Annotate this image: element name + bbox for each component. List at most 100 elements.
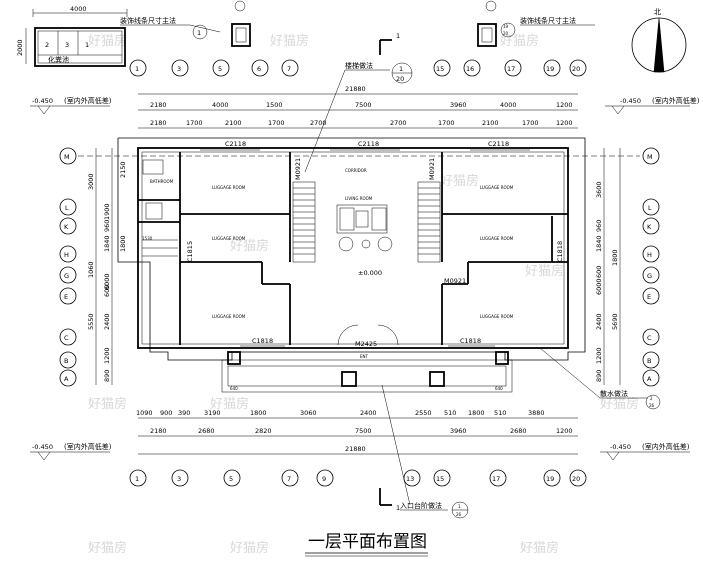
top-callouts: 装饰线条尺寸主法 1 装饰线条尺寸主法 19 20 1 楼梯做法 1 20 — [120, 0, 595, 173]
dim: 2680 — [510, 427, 527, 435]
bathroom-fixtures — [142, 159, 178, 257]
detail-ref-number: 1 — [197, 29, 201, 37]
dim: 1900 — [103, 203, 111, 220]
dim: 510 — [444, 409, 456, 417]
level-outdoor: -0.450 — [32, 443, 53, 451]
window-label: C1815 — [186, 241, 194, 262]
watermark: 好猫房 — [230, 238, 269, 254]
room-label: LUGGAGE ROOM — [212, 236, 246, 241]
stair-callout: 楼梯做法 — [345, 61, 373, 70]
axis-label: H — [64, 251, 69, 259]
ref-sheet: 26 — [456, 512, 462, 517]
dim: 1700 — [268, 119, 285, 127]
drain-callout-label: 散水做法 — [600, 389, 628, 398]
section-mark-bottom: 1 — [396, 504, 400, 512]
dim: 1200 — [556, 427, 573, 435]
window-label: C1818 — [252, 337, 273, 345]
decor-callout-left: 装饰线条尺寸主法 — [120, 16, 176, 25]
dim: 1700 — [438, 119, 455, 127]
dim: 4000 — [212, 101, 229, 109]
left-dimensions: 3000 2150 1900 960 1840 1800 1060 6000 6… — [87, 148, 127, 385]
axis-label: M — [64, 153, 70, 161]
stair-ref-num: 1 — [399, 65, 403, 73]
watermark: 好猫房 — [88, 540, 127, 556]
axis-label: B — [64, 357, 68, 365]
dim: 7500 — [355, 101, 372, 109]
north-arrow: 北 — [631, 8, 687, 73]
bottom-callouts: 1 入口台阶做法 1 26 — [379, 384, 469, 519]
axis-top-row: 1 3 5 6 7 15 16 17 19 20 — [129, 59, 587, 77]
axis-label: G — [64, 272, 69, 280]
dim: 1060 — [87, 261, 95, 278]
axis-label: G — [647, 272, 652, 280]
door-label: M0921 — [428, 158, 436, 180]
right-dimensions: 3600 960 1840 1800 600 6000 2400 5690 12… — [595, 148, 621, 385]
septic-tank: 4000 2000 2 3 1 化粪池 — [16, 5, 128, 67]
septic-cell-label: 3 — [65, 41, 69, 49]
window-label: C2118 — [488, 140, 509, 148]
opening-labels: C2118 C2118 C2118 C1815 C1818 C1818 C181… — [142, 140, 564, 348]
axis-label: 5 — [218, 65, 222, 73]
axis-label: E — [64, 293, 68, 301]
watermark: 好猫房 — [600, 396, 639, 412]
dim: 4000 — [500, 101, 517, 109]
room-label-entry: ENT — [360, 354, 369, 359]
dim: 510 — [494, 409, 506, 417]
dim: 900 — [160, 409, 172, 417]
axis-label: 5 — [229, 475, 233, 483]
section-mark-top: 1 — [396, 32, 400, 40]
dim: 1800 — [250, 409, 267, 417]
dim: 3000 — [87, 173, 95, 190]
door-label: M0921 — [294, 158, 302, 180]
dim: 1800 — [119, 235, 127, 252]
axis-label: 15 — [436, 65, 444, 73]
window-label: C2118 — [358, 140, 379, 148]
level-outdoor: -0.450 — [610, 443, 631, 451]
dim-total-top: 21880 — [345, 85, 366, 93]
room-label: LUGGAGE ROOM — [212, 185, 246, 190]
axis-label: 3 — [177, 65, 181, 73]
axis-label: K — [647, 223, 652, 231]
axis-label: 1 — [135, 65, 139, 73]
dim: 600 — [103, 285, 111, 297]
dim: 7500 — [355, 427, 372, 435]
dim: 5550 — [87, 313, 95, 330]
axis-label: K — [64, 223, 69, 231]
dim: 1200 — [556, 101, 573, 109]
watermark: 好猫房 — [270, 33, 309, 49]
axis-label: 16 — [466, 65, 474, 73]
dim: 1700 — [522, 119, 539, 127]
axis-label: 7 — [287, 475, 291, 483]
dim: 2180 — [150, 101, 167, 109]
axis-label: L — [648, 204, 652, 212]
dim: 3960 — [450, 427, 467, 435]
dim: 2100 — [482, 119, 499, 127]
septic-width-dim: 4000 — [70, 5, 87, 13]
level-note: (室内外高低差) — [64, 442, 112, 451]
axis-label: 15 — [436, 475, 444, 483]
entry-porch: 640 640 — [221, 351, 513, 393]
axis-label: 1 — [135, 475, 139, 483]
axis-label: 6 — [257, 65, 261, 73]
dim: 2400 — [103, 313, 111, 330]
level-note: (室内外高低差) — [652, 96, 700, 105]
axis-label: H — [647, 251, 652, 259]
dim: 960 — [103, 220, 111, 232]
dim: 1500 — [266, 101, 283, 109]
bottom-dimensions: 1090 900 390 3190 1800 3060 2400 2550 51… — [136, 409, 578, 455]
dim: 600 — [595, 266, 603, 278]
septic-cell-label: 2 — [45, 41, 49, 49]
axis-label: C — [647, 334, 652, 342]
dim: 2400 — [595, 313, 603, 330]
window-label: C1818 — [460, 337, 481, 345]
top-dimensions: 21880 2180 4000 1500 7500 3960 4000 1200… — [138, 85, 578, 129]
axis-label: 20 — [572, 475, 580, 483]
dim: 640 — [230, 386, 238, 391]
dim-total-bottom: 21880 — [345, 445, 366, 453]
ref-num: 2 — [650, 396, 653, 401]
dim: 640 — [495, 386, 503, 391]
axis-label: 7 — [287, 65, 291, 73]
dim: 2820 — [255, 427, 272, 435]
dim: 390 — [178, 409, 190, 417]
dim: 3060 — [300, 409, 317, 417]
